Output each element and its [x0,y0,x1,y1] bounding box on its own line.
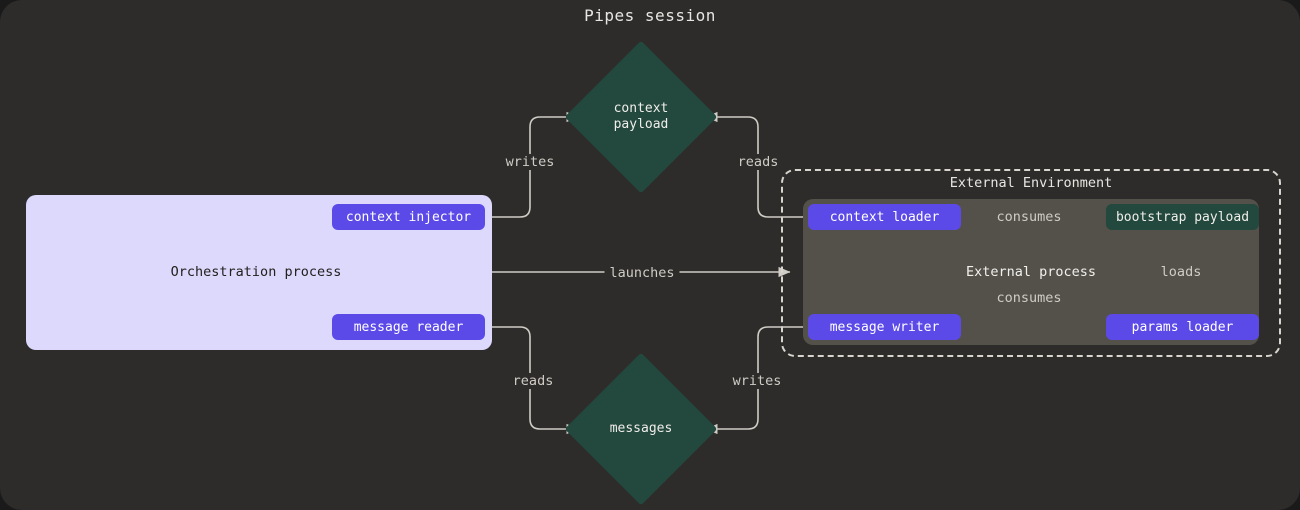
node-message-writer[interactable]: message writer [808,314,961,340]
store-context-payload-label: context payload [613,100,669,132]
edge-label-launches: launches [604,265,680,281]
edge-label-loads-params: loads [1155,264,1207,280]
edge-label-writes-context: writes [500,154,560,170]
edge-label-consumes-message: consumes [991,290,1067,306]
external-environment-box [781,169,1281,357]
node-params-loader[interactable]: params loader [1106,314,1259,340]
store-messages-label: messages [609,420,673,436]
external-process-title: External process [965,264,1097,280]
node-context-loader[interactable]: context loader [808,204,961,230]
node-message-reader[interactable]: message reader [332,314,485,340]
edge-label-reads-messages: reads [507,373,559,389]
edge-label-reads-context: reads [732,154,784,170]
external-environment-title: External Environment [943,175,1119,191]
node-context-injector[interactable]: context injector [332,204,485,230]
page-title: Pipes session [584,6,716,25]
edge-label-consumes-context: consumes [991,209,1067,225]
store-bootstrap-payload[interactable]: bootstrap payload [1106,204,1259,230]
edge-label-writes-messages: writes [727,373,787,389]
orchestration-title: Orchestration process [170,264,342,280]
